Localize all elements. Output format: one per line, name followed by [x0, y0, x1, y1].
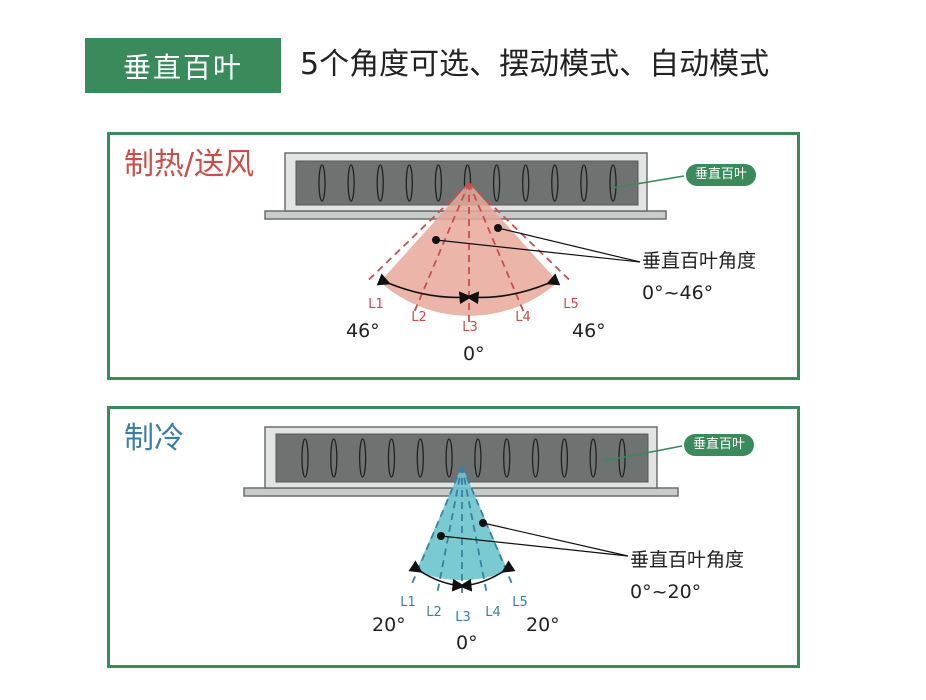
header-subtitle: 5个角度可选、摆动模式、自动模式 [300, 47, 770, 82]
airflow-direction-line [461, 465, 488, 592]
cool-line-label: L3 [455, 610, 471, 625]
cool-annotation-title: 垂直百叶角度 [630, 549, 745, 571]
louver-slat [609, 164, 617, 202]
cool-annotation: 垂直百叶角度 0°~20° [630, 544, 744, 608]
cool-angle-center: 0° [456, 632, 478, 654]
heat-vane-tag: 垂直百叶 [686, 164, 757, 186]
heat-annotation-range: 0°~46° [642, 282, 714, 304]
louver-slat [387, 438, 396, 478]
louver-slat [551, 164, 559, 202]
airflow-direction-line [461, 465, 513, 585]
louver-slat [347, 164, 355, 202]
louver-slat [589, 438, 597, 478]
louver-slat [580, 164, 588, 202]
louver-slat [522, 164, 530, 202]
louver-slat [434, 164, 443, 202]
heat-angle-right: 46° [572, 320, 606, 342]
airflow-direction-line [411, 465, 463, 585]
cool-angle-left: 20° [372, 614, 406, 636]
louver-slat [301, 438, 309, 478]
heat-annotation-title: 垂直百叶角度 [642, 250, 757, 272]
louver-slat [445, 438, 453, 478]
cool-vane-tag: 垂直百叶 [684, 434, 755, 456]
header-badge: 垂直百叶 [85, 38, 281, 93]
airflow-direction-line [436, 465, 463, 592]
heat-line-label: L3 [462, 320, 478, 335]
heat-annotation: 垂直百叶角度 0°~46° [642, 245, 756, 309]
heat-louver-slats [318, 164, 617, 202]
louver-slat [503, 438, 511, 478]
cool-line-label: L4 [485, 605, 501, 620]
heat-line-label: L4 [515, 310, 531, 325]
louver-slat [531, 438, 540, 478]
heat-line-label: L1 [368, 297, 384, 312]
cool-annotation-range: 0°~20° [630, 581, 702, 603]
louver-slat [416, 438, 424, 478]
heat-line-label: L2 [411, 310, 427, 325]
cool-panel-title: 制冷 [124, 421, 184, 456]
louver-slat [474, 438, 482, 478]
heat-airflow-fan [367, 175, 685, 323]
louver-slat [560, 438, 569, 478]
cool-line-label: L2 [426, 605, 442, 620]
heat-angle-left: 46° [346, 320, 380, 342]
cool-line-label: L1 [400, 595, 416, 610]
louver-slat [358, 438, 367, 478]
louver-slat [330, 438, 338, 478]
heat-angle-center: 0° [463, 343, 485, 365]
cool-angle-right: 20° [526, 614, 560, 636]
cool-line-label: L5 [512, 595, 528, 610]
cool-airflow-fan [408, 445, 683, 594]
louver-slat [318, 164, 326, 202]
heat-line-label: L5 [563, 297, 579, 312]
louver-slat [376, 164, 384, 202]
louver-slat [492, 164, 501, 202]
heat-panel-title: 制热/送风 [124, 147, 255, 182]
cool-louver-slats [301, 438, 626, 478]
louver-slat [405, 164, 413, 202]
